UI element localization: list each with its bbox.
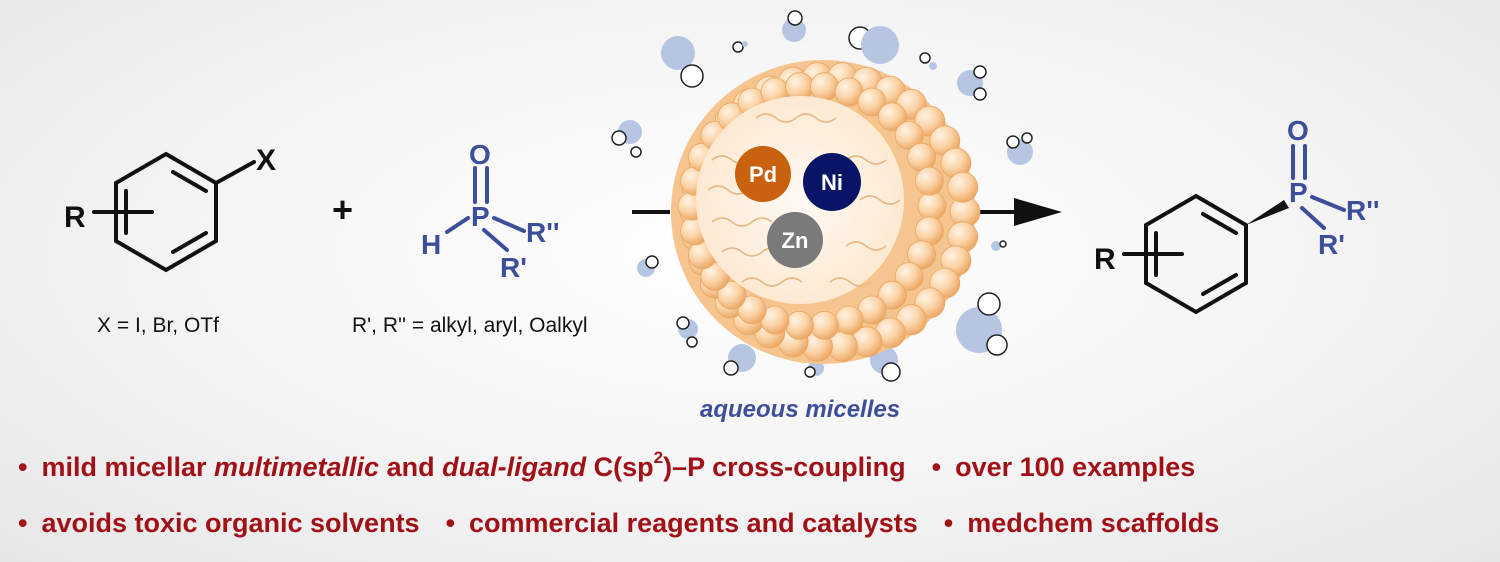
micelle-head-group bbox=[894, 262, 924, 291]
substituent-r-label: R bbox=[64, 201, 86, 234]
micelle-head-group bbox=[907, 240, 936, 270]
bullet-commercial-reagents: commercial reagents and catalysts bbox=[469, 508, 918, 538]
bullet-avoids-solvents: avoids toxic organic solvents bbox=[41, 508, 420, 538]
micelle-label: aqueous micelles bbox=[700, 396, 901, 423]
micelle-head-group bbox=[915, 166, 944, 196]
bullet-text-emphasis: dual-ligand bbox=[442, 452, 587, 482]
bullet-superscript: 2 bbox=[653, 448, 664, 467]
bullet-text: and bbox=[379, 452, 443, 482]
micelle-head-group bbox=[810, 72, 839, 102]
micelle-head-group bbox=[894, 121, 924, 150]
phosphine-oxide-caption: R', R'' = alkyl, aryl, Oalkyl bbox=[352, 314, 588, 337]
product-r-prime-label: R' bbox=[1318, 229, 1345, 260]
aryl-halide-structure bbox=[92, 151, 256, 273]
micelle-head-group bbox=[737, 295, 767, 325]
water-droplets bbox=[611, 10, 1033, 382]
bullet-row-1: • mild micellar multimetallic and dual-li… bbox=[18, 448, 1500, 483]
micelle-head-group bbox=[877, 280, 907, 310]
product-phosphoryl-bonds bbox=[1291, 144, 1346, 230]
wedge-bond bbox=[1246, 200, 1289, 225]
r-prime-label: R' bbox=[500, 252, 527, 283]
product-substituent-r-label: R bbox=[1094, 243, 1116, 276]
palladium-label: Pd bbox=[749, 162, 777, 187]
bullet-dot: • bbox=[445, 508, 456, 538]
bullet-over-100-examples: over 100 examples bbox=[955, 452, 1196, 482]
r-double-prime-label: R'' bbox=[526, 217, 560, 248]
bullet-row-2: • avoids toxic organic solvents • commercia… bbox=[18, 508, 1500, 539]
phosphorus-atom-label: P bbox=[471, 201, 490, 232]
product-oxygen-label: O bbox=[1287, 115, 1309, 146]
bullet-dot: • bbox=[931, 452, 942, 482]
hydrogen-atom-label: H bbox=[421, 229, 441, 260]
micelle-head-group bbox=[700, 262, 730, 291]
oxygen-atom-label: O bbox=[469, 139, 491, 170]
plus-sign: + bbox=[332, 189, 353, 230]
bullet-dot: • bbox=[943, 508, 954, 538]
product-phosphorus-label: P bbox=[1289, 177, 1308, 208]
aryl-phosphine-oxide-structure bbox=[1122, 193, 1248, 315]
reaction-scheme: R X + O P H R'' R' bbox=[64, 10, 1380, 382]
micelle-head-group bbox=[785, 310, 814, 340]
bullet-dot: • bbox=[18, 452, 28, 482]
micelle-head-group bbox=[834, 305, 864, 335]
micelle: Pd Ni Zn bbox=[671, 60, 981, 364]
bullet-mild-micellar: mild micellar multimetallic and dual-lig… bbox=[41, 448, 906, 482]
bullet-text: C(sp bbox=[586, 452, 654, 482]
micelle-head-group bbox=[877, 102, 907, 132]
leaving-group-x-label: X bbox=[256, 144, 276, 177]
bullet-text: )–P cross-coupling bbox=[663, 452, 906, 482]
micelle-head-group bbox=[717, 280, 747, 310]
micelle-head-group bbox=[857, 87, 887, 117]
micelle-head-group bbox=[947, 171, 979, 203]
micelle-head-group bbox=[810, 310, 839, 340]
zinc-label: Zn bbox=[782, 228, 809, 253]
bullet-dot: • bbox=[18, 508, 28, 538]
aryl-halide-caption: X = I, Br, OTf bbox=[97, 314, 219, 337]
product-r-double-prime-label: R'' bbox=[1346, 195, 1380, 226]
bullet-text-emphasis: multimetallic bbox=[214, 452, 380, 482]
bullet-text: mild micellar bbox=[41, 452, 215, 482]
nickel-label: Ni bbox=[821, 170, 843, 195]
bullet-medchem-scaffolds: medchem scaffolds bbox=[967, 508, 1220, 538]
micelle-head-group bbox=[917, 191, 947, 221]
phosphine-oxide-structure bbox=[445, 166, 526, 252]
